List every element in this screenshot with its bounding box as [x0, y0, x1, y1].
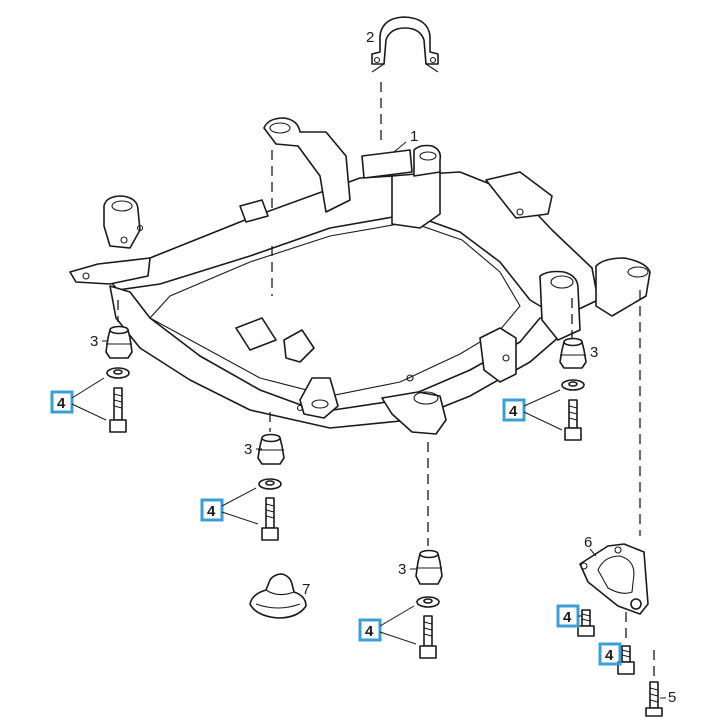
callout-bushing: 3: [590, 344, 598, 361]
callout-bracket: 6: [584, 534, 592, 551]
bolt-callout-box: [598, 642, 622, 666]
bushing-part: [415, 549, 443, 585]
washer-part: [106, 367, 130, 379]
callout-bolt: 4: [207, 503, 216, 520]
bolt-part: [577, 609, 595, 637]
callout-bolt: 4: [605, 647, 614, 664]
bolt-callout-box: [502, 398, 526, 422]
callout-bolt: 4: [509, 403, 518, 420]
callout-bolt: 4: [563, 609, 572, 626]
bracket-part: [579, 543, 649, 615]
washer-part: [258, 478, 282, 490]
leader-line: [221, 487, 259, 525]
bolt-callout-box: [358, 618, 382, 642]
screw-part: [645, 681, 663, 717]
leader-line: [393, 141, 407, 153]
clamp-part: [371, 16, 439, 73]
bolt-part: [261, 497, 279, 541]
callout-screw: 5: [668, 689, 676, 706]
subframe-part: [69, 117, 651, 435]
bushing-part: [257, 433, 285, 465]
callout-bolt: 4: [57, 395, 66, 412]
leader-line: [379, 605, 417, 645]
leader-line: [589, 548, 597, 557]
callout-bushing: 3: [244, 441, 252, 458]
leader-line: [71, 377, 107, 421]
callout-bolt: 4: [365, 623, 374, 640]
bolt-callout-box: [200, 498, 224, 522]
bushing-part: [105, 325, 133, 359]
callout-clamp: 2: [366, 29, 374, 46]
bolt-callout-box: [50, 390, 74, 414]
bushing-part: [559, 337, 587, 369]
bolt-part: [419, 615, 437, 659]
washer-part: [561, 379, 585, 391]
bolt-part: [564, 399, 582, 441]
bolt-part: [109, 387, 127, 433]
washer-part: [416, 596, 440, 608]
callout-frame: 1: [410, 128, 418, 145]
callout-bushing: 3: [90, 333, 98, 350]
callout-cap: 7: [302, 581, 310, 598]
callout-bushing: 3: [398, 561, 406, 578]
bolt-part: [617, 645, 635, 675]
cap-part: [249, 573, 307, 619]
leader-line: [523, 389, 563, 431]
